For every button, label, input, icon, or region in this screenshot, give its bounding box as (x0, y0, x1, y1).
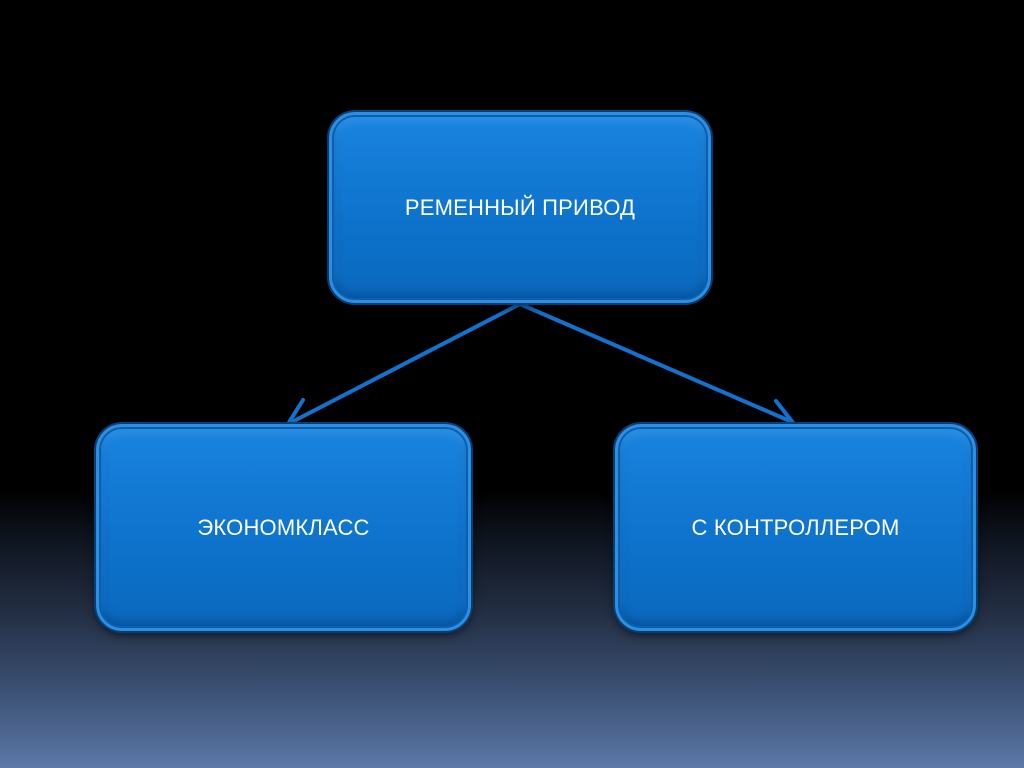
node-root: РЕМЕННЫЙ ПРИВОД (329, 112, 711, 303)
node-child-economy: ЭКОНОМКЛАСС (96, 424, 471, 631)
connector-left (290, 302, 522, 424)
node-child-economy-label: ЭКОНОМКЛАСС (197, 514, 370, 540)
connector-right (518, 302, 794, 424)
node-child-controller-label: С КОНТРОЛЛЕРОМ (691, 514, 900, 540)
node-root-label: РЕМЕННЫЙ ПРИВОД (404, 194, 636, 220)
node-child-controller: С КОНТРОЛЛЕРОМ (615, 424, 976, 631)
